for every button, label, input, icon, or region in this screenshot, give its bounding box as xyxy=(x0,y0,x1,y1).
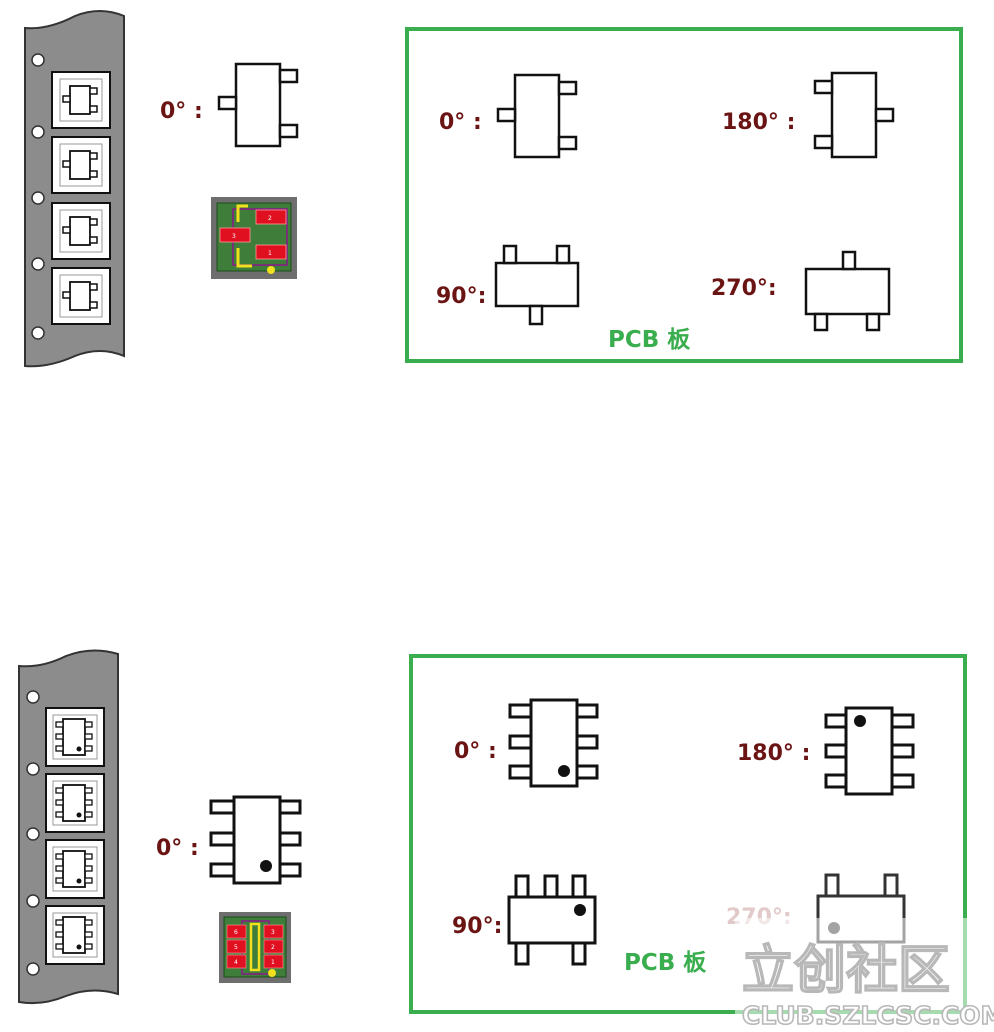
sot23-rot-270 xyxy=(804,250,891,332)
tape-pocket xyxy=(51,136,111,194)
pin1-marker xyxy=(268,969,276,977)
tape-pocket xyxy=(45,905,105,965)
sprocket-hole xyxy=(26,827,40,841)
watermark-url: CLUB.SZLCSC.COM xyxy=(742,1001,994,1030)
pad-number: 2 xyxy=(268,215,272,222)
pad-number: 1 xyxy=(268,250,272,257)
sot23-rot-90 xyxy=(494,244,580,326)
sot23-6-rot-0 xyxy=(508,698,599,788)
sprocket-hole xyxy=(31,257,45,271)
sprocket-hole xyxy=(26,894,40,908)
carrier-tape-sot23-6 xyxy=(18,649,119,1005)
pad-number: 4 xyxy=(234,959,238,966)
sot23-6-footprint: 6 5 4 3 2 1 xyxy=(219,912,291,983)
pin1-marker xyxy=(267,266,275,274)
rotation-label-0: 0° : xyxy=(439,110,482,135)
rotation-label-0: 0° : xyxy=(454,739,497,764)
rotation-label-180: 180° : xyxy=(737,741,810,766)
sot23-footprint: 2 3 1 xyxy=(211,197,297,279)
rotation-label-90: 90°: xyxy=(452,914,502,939)
sprocket-hole xyxy=(31,191,45,205)
sot23-reference-0deg xyxy=(217,62,299,148)
pad-number: 3 xyxy=(271,929,275,936)
sprocket-hole xyxy=(26,762,40,776)
watermark-brand: 立创社区 xyxy=(742,941,950,1001)
tape-pocket xyxy=(45,773,105,833)
pad-number: 1 xyxy=(271,959,275,966)
tape-pocket xyxy=(51,267,111,325)
sot23-6-reference-0deg xyxy=(209,795,302,885)
tape-pocket xyxy=(45,839,105,899)
sprocket-hole xyxy=(31,53,45,67)
carrier-tape-sot23 xyxy=(24,10,125,368)
sot23-rot-0 xyxy=(496,73,578,159)
pad-number: 5 xyxy=(234,944,238,951)
sprocket-hole xyxy=(26,962,40,976)
pad-number: 3 xyxy=(232,233,236,240)
pad-number: 2 xyxy=(271,944,275,951)
tape-pocket xyxy=(45,707,105,767)
pcb-board-sot23: 0° : 180° : 90°: 270°: xyxy=(405,27,963,363)
rotation-label-270: 270°: xyxy=(711,276,777,301)
sot23-rot-180 xyxy=(813,71,895,159)
sprocket-hole xyxy=(26,690,40,704)
pad-number: 6 xyxy=(234,929,238,936)
sprocket-hole xyxy=(31,125,45,139)
pcb-board-label: PCB 板 xyxy=(624,950,707,976)
watermark: 立创社区 CLUB.SZLCSC.COM xyxy=(735,918,994,1031)
tape-pocket xyxy=(51,202,111,260)
tape-orientation-label: 0° : xyxy=(160,99,203,124)
sprocket-hole xyxy=(31,326,45,340)
tape-pocket xyxy=(51,71,111,129)
sot23-6-rot-90 xyxy=(507,874,597,966)
rotation-label-180: 180° : xyxy=(722,110,795,135)
pin1-dot xyxy=(260,860,272,872)
pcb-board-label: PCB 板 xyxy=(608,327,691,353)
tape-orientation-label: 0° : xyxy=(156,836,199,861)
rotation-label-90: 90°: xyxy=(436,284,486,309)
sot23-6-rot-180 xyxy=(824,706,915,796)
